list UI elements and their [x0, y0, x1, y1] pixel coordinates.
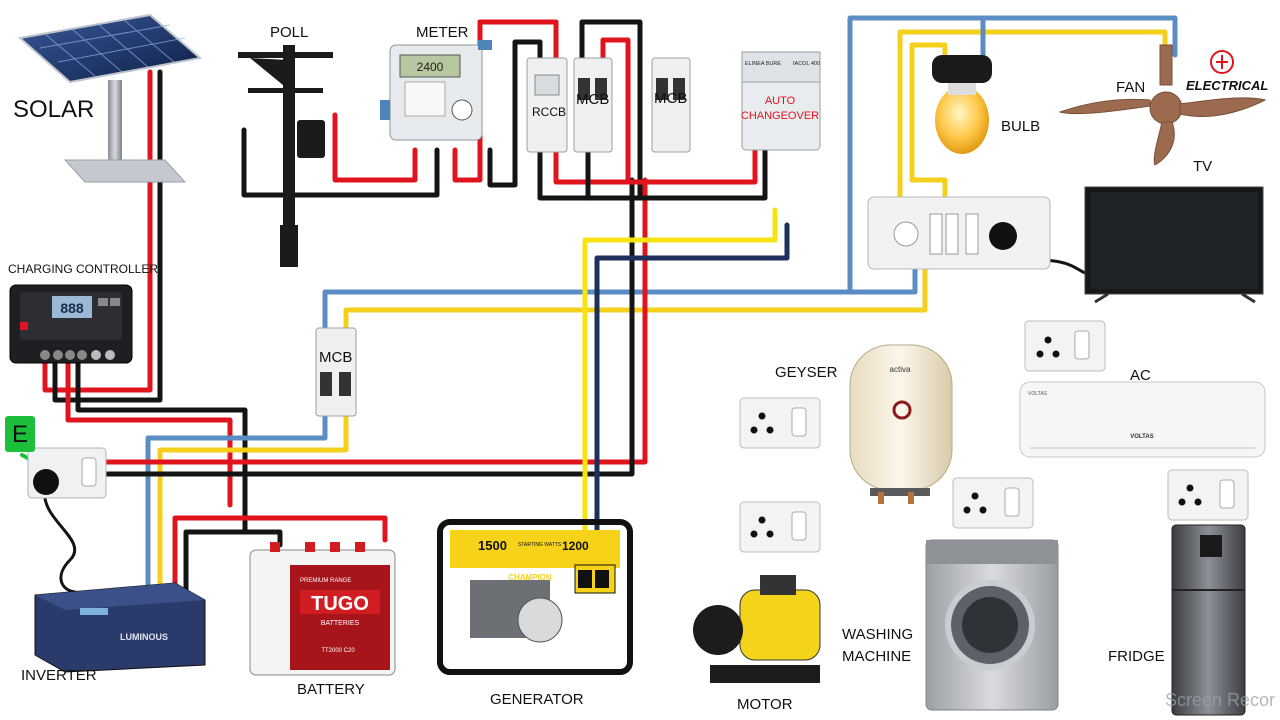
device-ac-brand: VOLTAS: [1130, 434, 1153, 440]
washing-machine: [925, 539, 1059, 711]
label-earth: E: [12, 421, 29, 448]
wire-bulb-yellow: [909, 42, 948, 215]
device-controller-display: 888: [60, 300, 84, 316]
wire-controller-black-1: [75, 357, 248, 533]
label-tv: TV: [1193, 158, 1213, 175]
device-generator-running: 1200: [562, 539, 589, 553]
wire-plug-cord: [43, 488, 77, 594]
fridge: [1171, 524, 1246, 716]
device-battery-tag: PREMIUM RANGE: [300, 578, 351, 584]
geyser: [849, 344, 953, 504]
socket-motor: [739, 501, 821, 553]
label-poll: POLL: [270, 24, 309, 41]
wire-mcb-red-top: [600, 37, 631, 183]
wire-generator-navy: [594, 222, 790, 583]
label-bulb: BULB: [1001, 118, 1041, 135]
mcb-second: [651, 57, 691, 153]
label-charging-controller: CHARGING CONTROLLER: [8, 262, 159, 276]
socket-ac: [1024, 320, 1106, 372]
ceiling-fan: [1058, 44, 1267, 166]
label-meter: METER: [416, 24, 469, 41]
device-meter-display: 2400: [417, 60, 444, 74]
device-battery-brand: TUGO: [311, 593, 369, 615]
rccb: [526, 57, 568, 153]
socket-geyser: [739, 397, 821, 449]
wire-rccb-mcb-black: [537, 19, 643, 201]
motor: [693, 575, 821, 683]
device-logo-text: ELECTRICAL: [1186, 78, 1268, 93]
electrical-logo: [1210, 50, 1234, 74]
device-battery-sub: BATTERIES: [321, 620, 360, 627]
wire-generator-yellow: [582, 207, 778, 583]
label-rccb: RCCB: [532, 105, 567, 119]
wire-battery-black: [183, 529, 283, 593]
label-mcb-inverter: MCB: [319, 349, 353, 366]
label-inverter: INVERTER: [21, 667, 97, 684]
socket-fridge: [1167, 469, 1249, 521]
wire-meter-red-top: [477, 19, 559, 63]
device-inverter-brand: LUMINOUS: [120, 632, 168, 642]
earth-badge: [5, 416, 35, 452]
label-fan: FAN: [1116, 79, 1146, 96]
wire-solar-black: [52, 69, 163, 403]
generator: [437, 519, 633, 675]
air-conditioner: [1019, 381, 1266, 458]
wire-poll-red: [332, 112, 418, 183]
socket-plug: [27, 447, 107, 499]
device-geyser-brand: activa: [890, 365, 911, 374]
wire-battery-red: [172, 515, 388, 593]
wires: [20, 15, 1178, 594]
label-ac: AC: [1130, 367, 1151, 384]
wire-socket-red: [102, 177, 648, 465]
label-mcb-second: MCB: [654, 90, 688, 107]
device-generator-watts-label: STARTING WATTS: [518, 542, 562, 548]
wire-poll-black: [241, 127, 440, 198]
socket-washing-machine: [952, 477, 1034, 529]
device-changeover-brand: ELINEA BURE: [745, 61, 781, 67]
wire-meter-black-loop: [487, 39, 543, 188]
wire-inverter-blue: [145, 407, 328, 588]
label-geyser: GEYSER: [775, 364, 838, 381]
battery: [249, 542, 396, 676]
device-generator-watts: 1500: [478, 538, 507, 553]
device-ac-brand-small: VOLTAS: [1028, 391, 1048, 397]
mcb-main: [573, 57, 613, 153]
label-battery: BATTERY: [297, 681, 365, 698]
wire-top-yellow: [897, 29, 1168, 215]
wire-mcb-yellow-up: [343, 242, 928, 333]
wire-solar-red: [42, 69, 153, 393]
wire-mcb2-black: [585, 142, 768, 201]
device-watermark: Screen Recor: [1165, 690, 1275, 710]
label-machine: MACHINE: [842, 648, 912, 665]
device-battery-model: TT2000 C20: [321, 648, 355, 654]
device-changeover-model: IACOL 400: [793, 61, 820, 67]
wire-inverter-yellow: [157, 407, 349, 588]
electric-pole: [238, 45, 333, 267]
label-auto-changeover: AUTO CHANGEOVER: [740, 95, 820, 122]
label-mcb-main: MCB: [576, 91, 610, 108]
label-generator: GENERATOR: [490, 691, 584, 708]
wire-rccb-mcb-red: [553, 142, 758, 185]
device-generator-brand: CHAMPION: [508, 573, 552, 582]
label-solar: SOLAR: [13, 96, 95, 123]
switchboard: [867, 196, 1051, 270]
inverter: [34, 582, 206, 673]
wire-top-blue: [847, 15, 1178, 295]
energy-meter: [380, 40, 492, 141]
solar-panel: [17, 13, 203, 183]
wire-socket-black: [102, 177, 635, 477]
label-washing: WASHING: [842, 626, 914, 643]
tv: [1084, 186, 1264, 304]
auto-changeover: [741, 51, 821, 151]
label-motor: MOTOR: [737, 696, 793, 713]
bulb: [932, 55, 992, 154]
mcb-inverter: [315, 327, 357, 417]
charging-controller: [9, 284, 133, 364]
label-fridge: FRIDGE: [1108, 648, 1165, 665]
